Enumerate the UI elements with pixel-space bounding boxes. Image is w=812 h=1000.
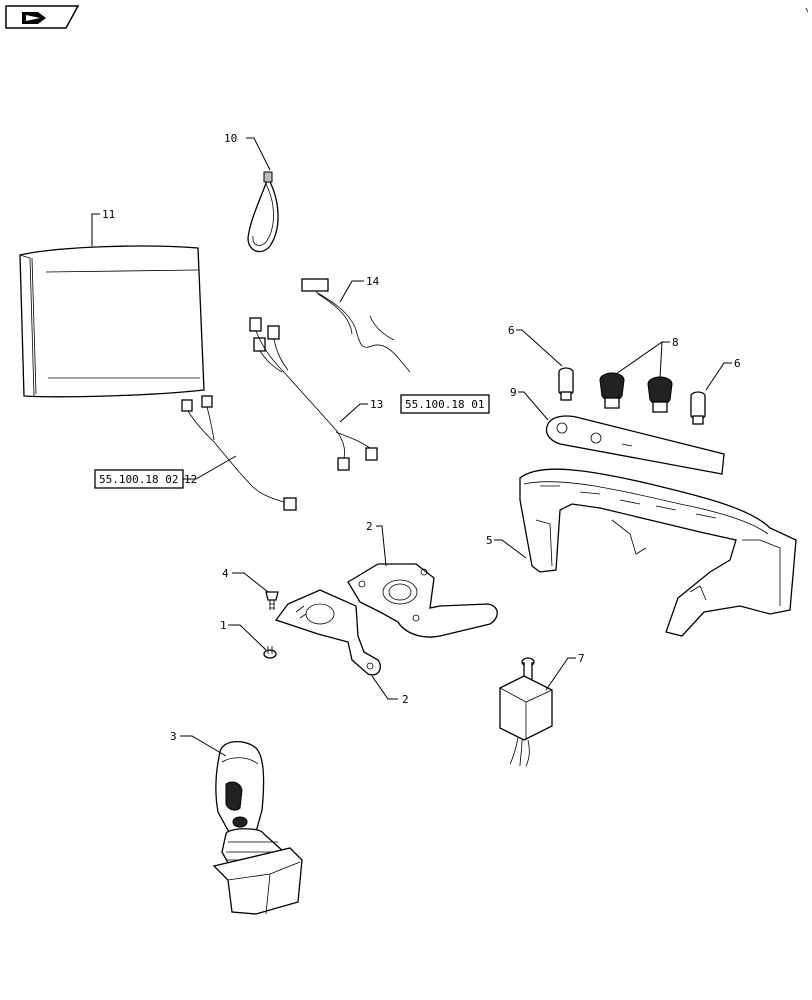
callout-1: 1 (220, 619, 227, 632)
callout-2-upper: 2 (366, 520, 373, 533)
callout-9: 9 (510, 386, 517, 399)
reference-link-55-100-18-01[interactable]: 55.100.18 01 (400, 394, 490, 414)
callouts: 10 11 14 13 12 6 8 6 9 5 2 4 1 2 7 3 (102, 132, 741, 743)
callout-13: 13 (370, 398, 383, 411)
callout-11: 11 (102, 208, 115, 221)
part-8-switches (599, 372, 673, 413)
part-3-joystick (212, 741, 303, 915)
callout-2-lower: 2 (402, 693, 409, 706)
callout-14: 14 (366, 275, 380, 288)
callout-4: 4 (222, 567, 229, 580)
part-12-harness (181, 395, 297, 511)
callout-12: 12 (184, 473, 197, 486)
part-6-knob-right (690, 391, 706, 425)
book-arrow-icon (22, 12, 46, 24)
reference-label: 55.100.18 02 (99, 473, 178, 486)
part-6-knob-left (558, 367, 574, 401)
reference-link-55-100-18-02[interactable]: 55.100.18 02 (94, 469, 184, 489)
part-1-screw (263, 646, 277, 659)
callout-6-left: 6 (508, 324, 515, 337)
callout-7: 7 (578, 652, 585, 665)
part-14-harness (301, 278, 411, 373)
corner-mark (805, 7, 809, 13)
part-11-monitor (19, 245, 205, 398)
part-9-decal (545, 415, 725, 475)
callout-10: 10 (224, 132, 237, 145)
part-7-switch (499, 657, 553, 767)
callout-8: 8 (672, 336, 679, 349)
callout-5: 5 (486, 534, 493, 547)
callout-6-right: 6 (734, 357, 741, 370)
part-4-screw (265, 591, 279, 610)
part-2-bracket-upper (347, 563, 498, 638)
part-5-console (519, 468, 797, 637)
part-2-bracket-lower (274, 589, 382, 676)
part-10-cable-tie (247, 171, 279, 253)
leader-lines (91, 137, 732, 757)
part-13-harness (249, 317, 378, 471)
nav-tab[interactable] (5, 5, 80, 29)
callout-3: 3 (170, 730, 177, 743)
reference-label: 55.100.18 01 (405, 398, 484, 411)
